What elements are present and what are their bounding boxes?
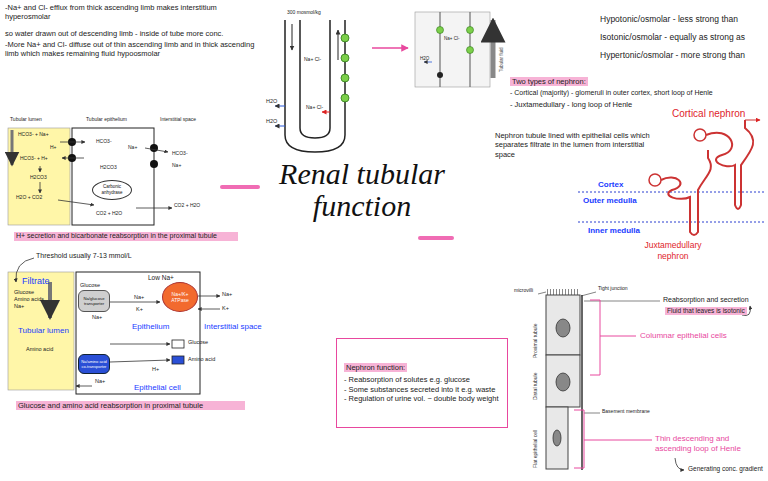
annotation-label: Tubular lumen bbox=[10, 116, 42, 122]
annotation-label: 300 mosmol/kg bbox=[287, 9, 321, 15]
page-title: Renal tubular function bbox=[262, 158, 462, 221]
annotation-label: Epithelium bbox=[132, 322, 169, 332]
annotation-label: Na+ Cl- bbox=[304, 56, 321, 62]
annotation-label: Reabsorption and secretion bbox=[663, 296, 749, 305]
annotation-label: H2O bbox=[266, 118, 277, 125]
annotation-label: H2O bbox=[266, 98, 277, 105]
box-text: - Some substances secreted into it e.g. … bbox=[344, 385, 500, 394]
annotation-label: Glucose bbox=[188, 339, 208, 346]
highlighted-caption: H+ secretion and bicarbonate reabsorptio… bbox=[14, 232, 238, 241]
transporter-symbol: Na/glucose transporter bbox=[78, 290, 110, 312]
annotation-label: Thin descending and ascending loop of He… bbox=[655, 434, 765, 454]
annotation-label: H+ bbox=[152, 366, 159, 373]
highlighted-caption: Glucose and amino acid reabsorption in p… bbox=[16, 401, 245, 410]
annotation-label: Na+ bbox=[128, 144, 137, 150]
annotation-label: Amino acid bbox=[188, 356, 215, 363]
annotation-label: HCO3- + H+ bbox=[20, 155, 48, 161]
glucose-figure bbox=[8, 258, 220, 394]
annotation-label: - Cortical (majority) - glomeruli in out… bbox=[510, 89, 713, 98]
box-text: Na+/K+ ATPase bbox=[165, 291, 195, 304]
annotation-label: H2CO3 bbox=[30, 174, 47, 180]
annotation-label: Columnar epithelial cells bbox=[640, 331, 727, 341]
annotation-label: Interstitial space bbox=[204, 322, 262, 332]
annotation-label: HCO3- bbox=[96, 138, 112, 144]
info-box: Nephron function: - Reabsorption of solut… bbox=[336, 338, 508, 428]
box-heading: Nephron function: bbox=[344, 363, 407, 372]
annotation-label: Na+ Cl- bbox=[306, 104, 323, 110]
annotation-label: so water drawn out of descending limb - … bbox=[5, 29, 255, 38]
annotation-label: Glucose bbox=[80, 282, 100, 289]
annotation-label: Basement membrane bbox=[602, 408, 650, 414]
annotation-label: - Juxtamedullary - long loop of Henle bbox=[510, 100, 632, 109]
annotation-label: Filtrate bbox=[22, 276, 50, 287]
annotation-label: Isotonic/osmolar - equally as strong as bbox=[600, 32, 745, 43]
annotation-label: Na+ bbox=[222, 291, 232, 298]
annotation-label: Proximal tubule bbox=[532, 324, 538, 358]
annotation-label: H2O + CO2 bbox=[16, 194, 42, 200]
title-bar bbox=[222, 185, 258, 189]
pointer-arrow bbox=[372, 47, 408, 49]
annotation-label: Low Na+ bbox=[148, 274, 174, 282]
annotation-label: Outer medulla bbox=[583, 196, 637, 206]
annotation-label: -More Na+ and Cl- diffuse out of thin as… bbox=[5, 40, 257, 59]
box-text: - Regulation of urine vol. ~ double body… bbox=[344, 394, 500, 403]
highlighted-caption: Fluid that leaves is isotonic bbox=[665, 307, 747, 315]
annotation-label: Amino acids bbox=[14, 296, 44, 303]
annotation-label: Glucose bbox=[14, 289, 34, 296]
annotation-label: Interstitial space bbox=[160, 116, 196, 122]
annotation-label: microvilli bbox=[514, 287, 533, 293]
annotation-label: Cortex bbox=[598, 180, 623, 190]
box-text: Na/glucose transporter bbox=[80, 296, 108, 307]
pump-symbol: Na+/K+ ATPase bbox=[162, 282, 198, 312]
annotation-label: Cortical nephron bbox=[672, 108, 745, 121]
annotation-label: Na+ bbox=[134, 294, 144, 301]
annotation-label: K+ bbox=[136, 306, 143, 313]
box-text: Carbonic anhydrase bbox=[96, 184, 128, 195]
box-text: - Reabsorption of solutes e.g. glucose bbox=[344, 375, 500, 384]
annotation-label: Na+ bbox=[95, 378, 105, 385]
annotation-label: Juxtamedullary nephron bbox=[628, 240, 718, 261]
annotation-label: HCO3- bbox=[172, 150, 188, 156]
annotation-label: Hypotonic/osmolar - less strong than bbox=[600, 14, 738, 25]
annotation-label: Tight junction bbox=[598, 285, 628, 291]
annotation-label: Flat epithelial cell bbox=[532, 430, 538, 468]
annotation-label: H+ bbox=[50, 144, 57, 150]
annotation-label: H2O bbox=[420, 56, 429, 62]
annotation-label: HCO3- + Na+ bbox=[18, 131, 49, 137]
annotation-label: Na+ bbox=[92, 314, 102, 321]
annotation-label: H2CO3 bbox=[100, 164, 117, 170]
title-bar bbox=[420, 236, 452, 240]
annotation-label: Na+ Cl- bbox=[444, 36, 459, 42]
annotation-label: CO2 + H2O bbox=[174, 202, 200, 208]
annotation-label: Generating conc. gradient bbox=[688, 465, 763, 473]
annotation-label: CO2 + H2O bbox=[96, 210, 122, 216]
annotation-label: Hypertonic/osmolar - more strong than bbox=[600, 50, 745, 61]
loop-of-henle bbox=[275, 20, 345, 152]
annotation-label: Tubular fluid bbox=[499, 47, 505, 72]
annotation-label: Na+ bbox=[172, 162, 181, 168]
annotation-label: K+ bbox=[222, 305, 229, 312]
h-secretion-figure bbox=[8, 128, 172, 225]
annotation-label: Na+ bbox=[14, 303, 24, 310]
enzyme-symbol: Carbonic anhydrase bbox=[92, 180, 132, 200]
annotation-label: -Na+ and Cl- efflux from thick ascending… bbox=[5, 3, 250, 22]
transport-diagram bbox=[415, 12, 493, 87]
annotation-label: Distal tubule bbox=[532, 372, 538, 400]
highlighted-caption: Two types of nephron: bbox=[510, 77, 588, 86]
annotation-label: Amino acid bbox=[26, 346, 53, 353]
annotation-label: Tubular lumen bbox=[18, 326, 69, 336]
box-text: Na/amino acid co-transporter bbox=[80, 359, 108, 369]
annotation-label: Nephron tubule lined with epithelial cel… bbox=[495, 131, 655, 159]
annotation-label: Threshold usually 7-13 mmol/L bbox=[36, 252, 132, 261]
transporter-symbol: Na/amino acid co-transporter bbox=[78, 354, 110, 374]
annotation-label: Tubular epithelium bbox=[86, 116, 127, 122]
annotation-label: Inner medulla bbox=[588, 226, 640, 236]
pump-symbol bbox=[341, 34, 349, 102]
annotation-label: Epithelial cell bbox=[134, 383, 181, 393]
